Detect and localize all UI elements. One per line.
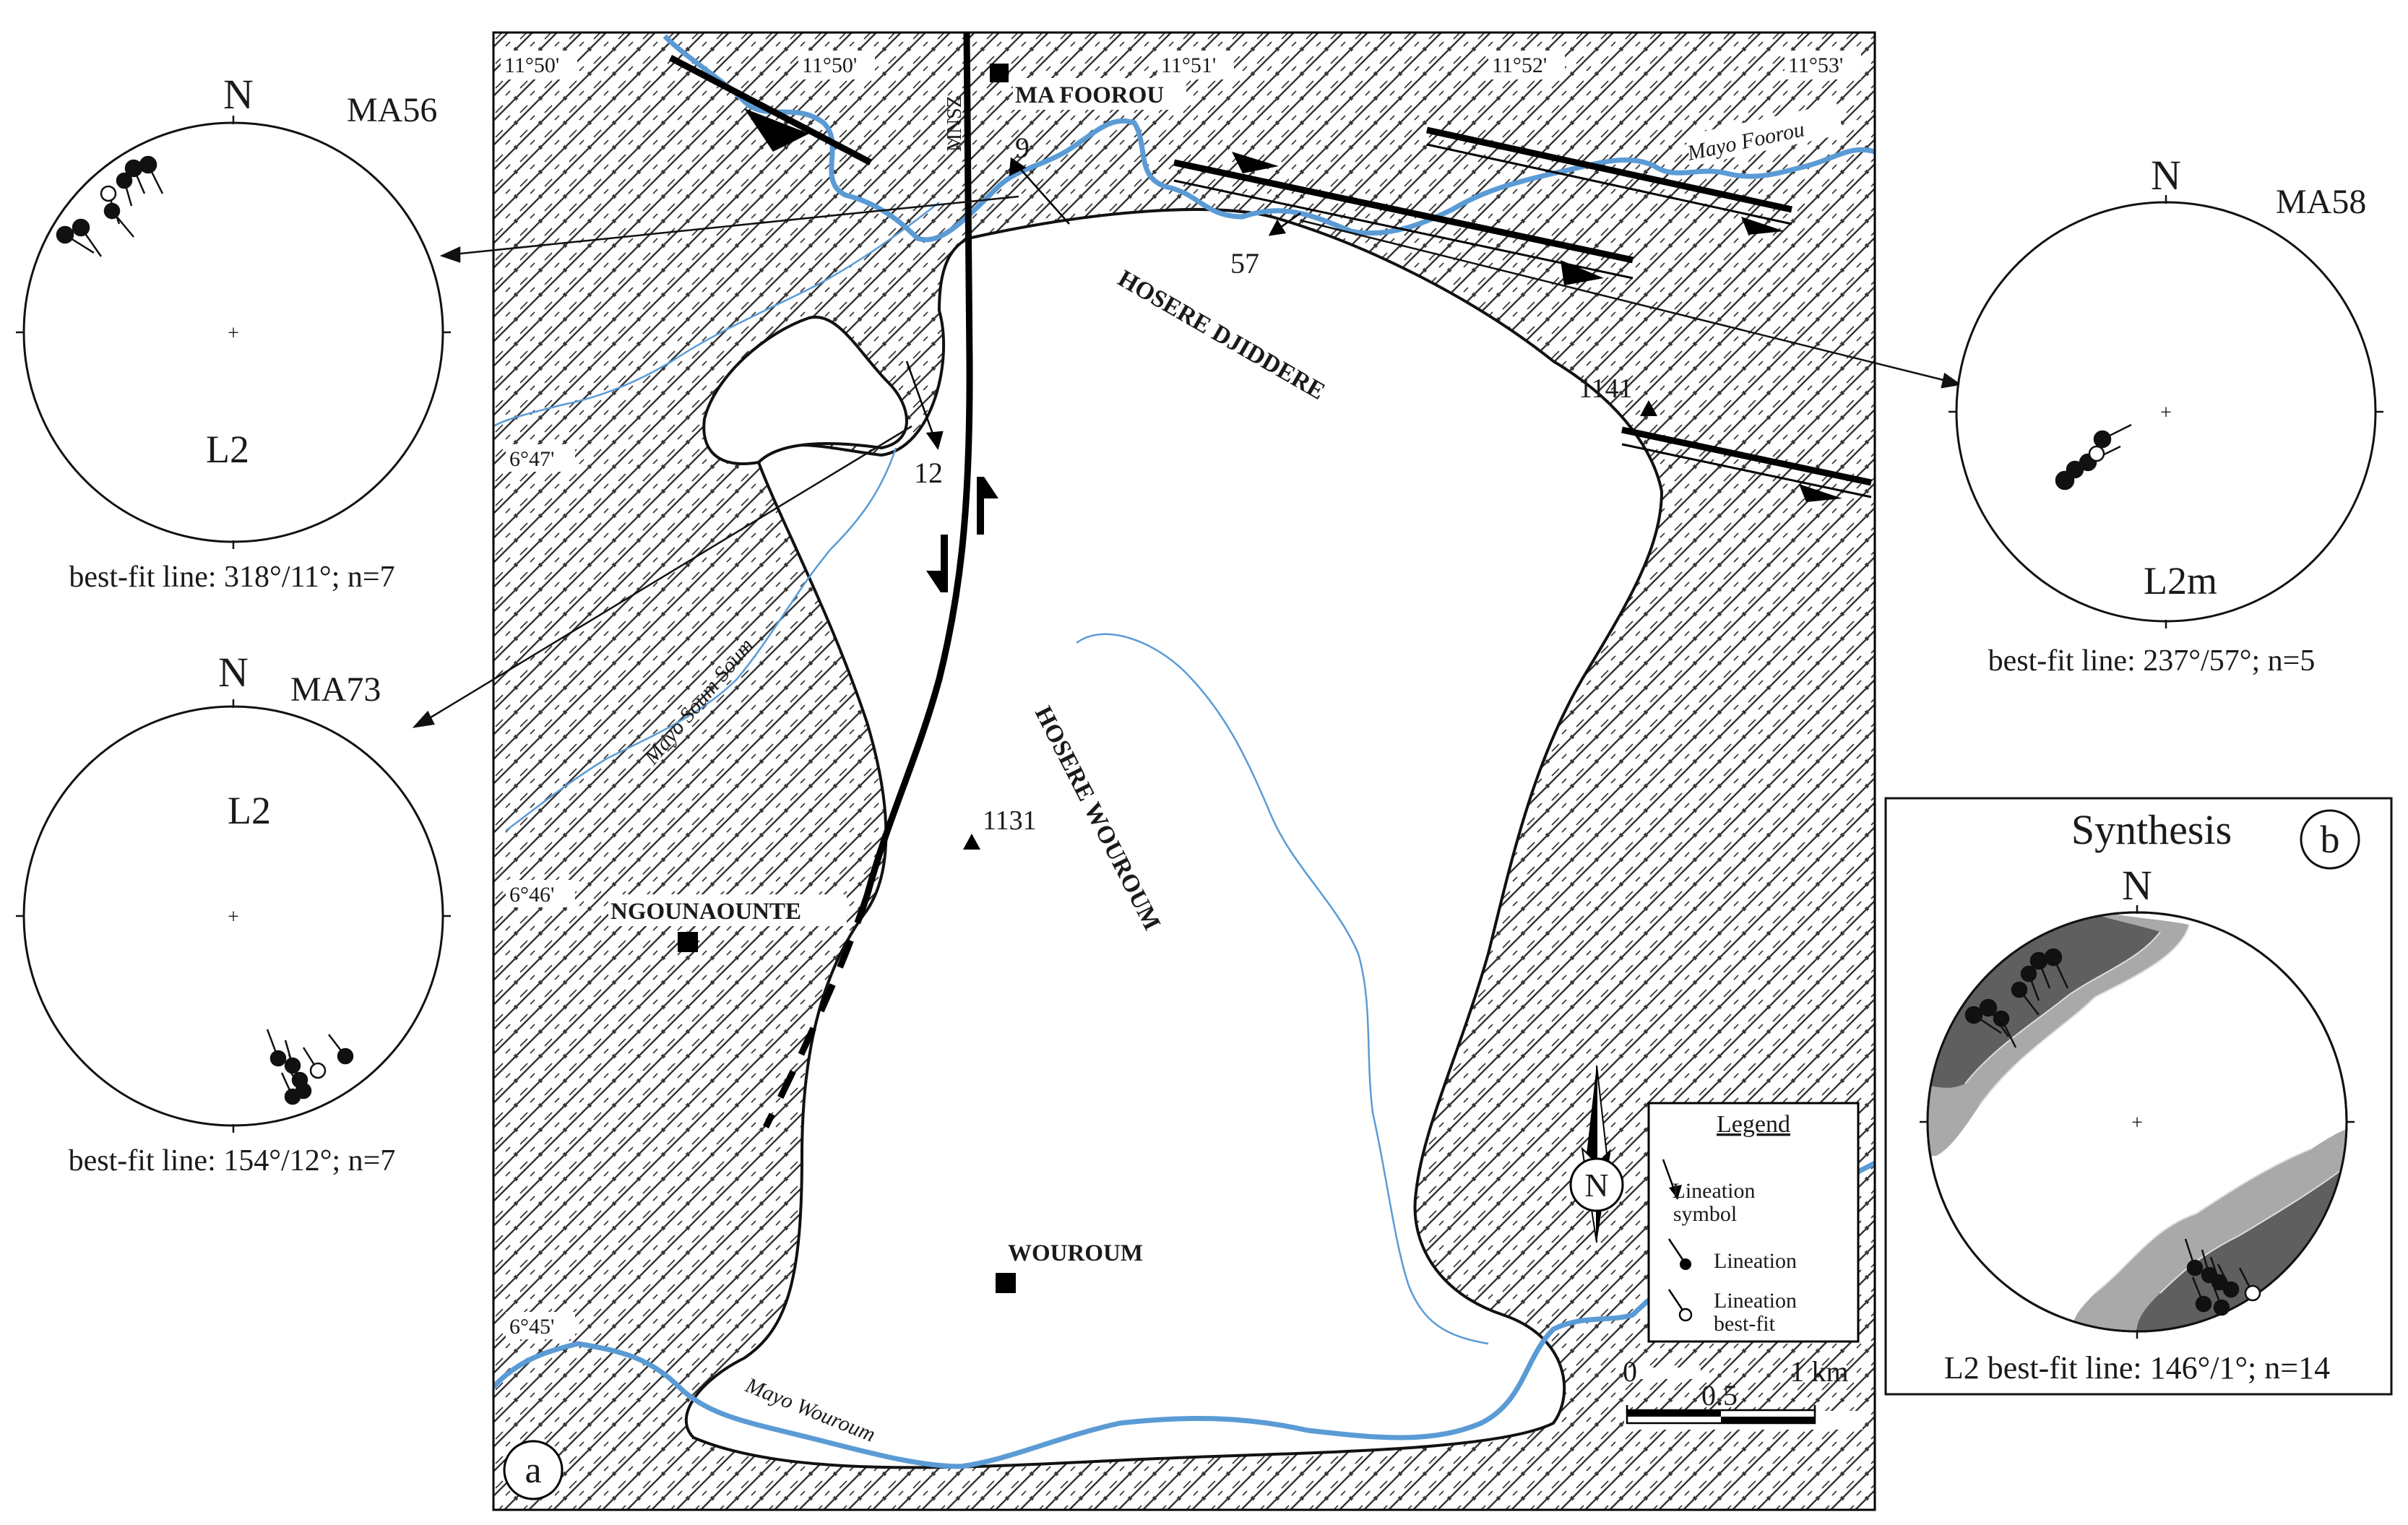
label-elevation-1141: 1141 [1579, 373, 1633, 404]
stereonet-ma73-north: N [218, 649, 249, 696]
stereonet-ma58-caption: best-fit line: 237°/57°; n=5 [1988, 644, 2316, 678]
shear-zone-east [1621, 426, 1872, 502]
coord-top-5: 11°53' [1788, 53, 1843, 77]
stream-inner [1076, 633, 1489, 1345]
stereonet-ma73: + N MA73 L2 best-fit line: 154°/12°; n=7 [16, 649, 451, 1178]
western-enclave [702, 315, 908, 465]
panel-label-b: b [2321, 818, 2340, 861]
stereonet-ma56-id: MA56 [347, 91, 437, 129]
map-frame [492, 31, 1876, 1511]
shear-zone-central [1173, 152, 1634, 285]
coord-left-3: 6°45' [509, 1315, 554, 1339]
label-plunge-12: 12 [914, 457, 943, 489]
stereonet-ma56-north: N [223, 71, 254, 118]
stereonet-ma73-caption: best-fit line: 154°/12°; n=7 [69, 1144, 396, 1178]
label-plunge-9: 9 [1015, 131, 1030, 164]
stereonet-ma56-caption: best-fit line: 318°/11°; n=7 [69, 561, 394, 594]
ma56-point-6 [56, 225, 74, 244]
shear-zone-nw [668, 55, 873, 165]
ma56-point-1 [139, 155, 157, 174]
coord-top-4: 11°52' [1492, 53, 1547, 77]
ngounaounte-marker [678, 932, 698, 952]
coord-left-2: 6°46' [509, 883, 554, 907]
synthesis-point-bestfit [2244, 1284, 2261, 1302]
ma58-point-4 [2055, 470, 2075, 491]
ma56-point-2 [124, 159, 143, 178]
coord-left-1: 6°47' [509, 447, 554, 471]
stereonet-ma56-label: L2 [206, 428, 249, 471]
synthesis-panel: Synthesis b N + [1884, 797, 2393, 1396]
label-elevation-1131: 1131 [983, 805, 1037, 836]
ma56-point-5 [72, 218, 90, 237]
scale-tick-1km: 1 km [1790, 1355, 1848, 1388]
north-arrow: N [1569, 1065, 1624, 1243]
label-plunge-57: 57 [1230, 247, 1259, 280]
svg-text:+: + [2160, 402, 2172, 424]
legend-item-lineation: Lineation [1714, 1249, 1797, 1273]
label-mnsz: MNSZ [944, 95, 966, 152]
synthesis-caption: L2 best-fit line: 146°/1°; n=14 [1944, 1350, 2330, 1386]
label-ma-foorou: MA FOOROU [1015, 82, 1164, 108]
scale-bar: 0 0.5 1 km [1623, 1355, 1863, 1430]
ma73-point-bestfit [309, 1062, 327, 1079]
map-panel: 11°50' 11°50' 11°51' 11°52' 11°53' 6°47'… [492, 31, 1876, 1511]
stereonet-ma58-north: N [2151, 152, 2181, 199]
label-wouroum: WOUROUM [1008, 1240, 1143, 1266]
map-lineation-12 [905, 360, 944, 450]
scale-tick-05: 0.5 [1701, 1379, 1738, 1412]
svg-text:+: + [2131, 1112, 2143, 1134]
river-mayo-foorou [663, 34, 1875, 243]
ma58-point-1 [2093, 430, 2112, 449]
mnsz-shear-zone [762, 33, 973, 1129]
coord-top-1: 11°50' [504, 53, 559, 77]
synthesis-north: N [2122, 862, 2152, 909]
ma-foorou-marker [990, 64, 1009, 82]
scale-tick-0: 0 [1623, 1355, 1637, 1388]
ma73-point-1 [269, 1050, 287, 1067]
coord-top-3: 11°51' [1161, 53, 1216, 77]
ma73-point-3 [337, 1047, 354, 1065]
elevation-1131-marker [963, 834, 980, 850]
stereonet-ma73-label: L2 [228, 789, 271, 832]
ma73-point-6 [284, 1088, 301, 1105]
shear-zone-ne [1426, 126, 1792, 235]
map-lineation-9 [1009, 157, 1070, 225]
ma56-point-bestfit [100, 185, 117, 202]
shear-arrow-west [926, 535, 948, 592]
ma58-point-bestfit [2088, 445, 2105, 462]
wouroum-marker [996, 1273, 1016, 1293]
stereonet-ma58-label: L2m [2144, 559, 2217, 602]
stereonet-ma56: + N MA56 L2 best-fit line: 318°/11°; n=7 [16, 71, 451, 594]
ma56-point-4 [103, 202, 121, 220]
pluton-body [684, 208, 1664, 1469]
shear-arrow-east [977, 477, 998, 535]
stereonet-ma58: + N MA58 L2m best-fit line: 237°/57°; n=… [1949, 152, 2383, 678]
svg-text:+: + [228, 322, 239, 345]
map-lineation-57 [1268, 212, 1301, 236]
stream-mayo-soum-soum [493, 202, 940, 831]
stereonet-ma58-id: MA58 [2276, 183, 2366, 221]
svg-text:+: + [228, 906, 239, 928]
synthesis-title: Synthesis [2071, 806, 2232, 853]
elevation-1141-marker [1640, 400, 1657, 416]
ma73-point-2 [284, 1057, 301, 1074]
legend-title: Legend [1717, 1111, 1790, 1138]
north-arrow-label: N [1584, 1167, 1608, 1204]
panel-label-a: a [525, 1450, 541, 1491]
coord-top-2: 11°50' [802, 53, 857, 77]
label-ngounaounte: NGOUNAOUNTE [610, 899, 801, 925]
connector-arrows [412, 195, 1962, 728]
ma56-point-3 [116, 172, 133, 189]
stereonet-ma73-id: MA73 [290, 670, 381, 709]
